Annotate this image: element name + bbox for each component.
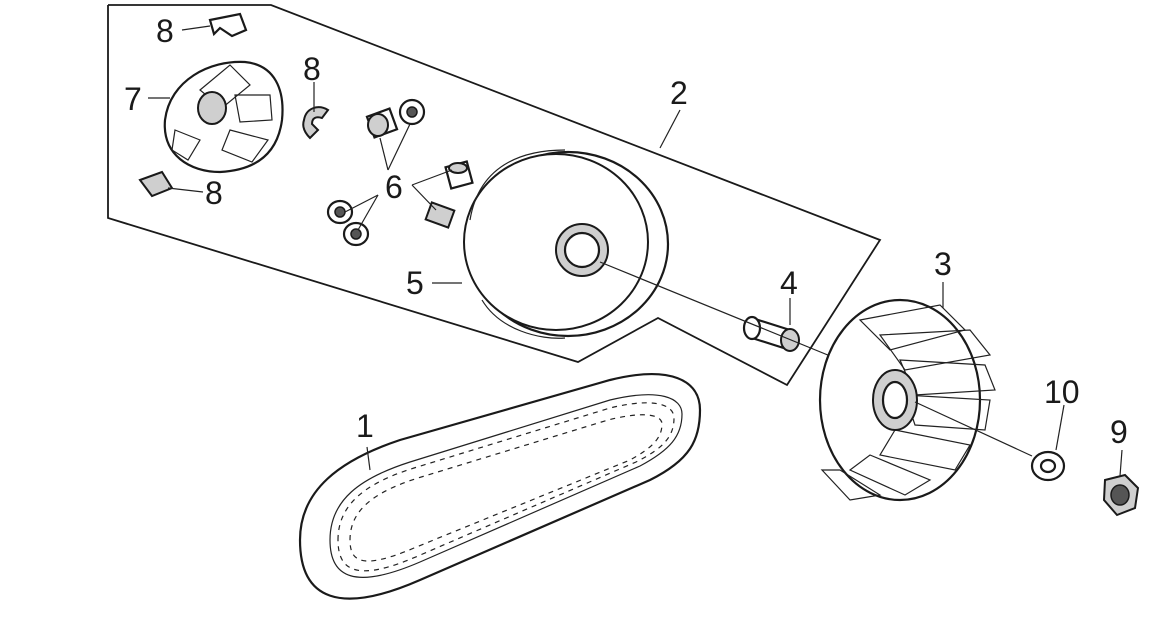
slider-top	[208, 12, 248, 38]
callout-collar: 4	[780, 265, 798, 301]
weight-rollers	[326, 98, 474, 247]
washer-leader	[914, 401, 1033, 457]
movable-drive-face	[463, 149, 670, 339]
callout-fan: 3	[934, 246, 952, 282]
callout-belt: 1	[356, 408, 374, 444]
ramp-plate	[163, 60, 284, 174]
axis-line	[599, 261, 841, 361]
slider-bottom	[138, 170, 174, 198]
assembly-boundary	[107, 4, 882, 387]
roller-2	[398, 98, 426, 126]
roller-4	[424, 201, 456, 229]
roller-3	[444, 160, 474, 190]
leader-lines	[148, 25, 1123, 477]
callout-ramp-plate: 7	[124, 81, 142, 117]
callout-washer: 10	[1044, 374, 1080, 410]
flange-nut	[1102, 473, 1140, 517]
fan-pulley	[818, 298, 996, 502]
drive-belt	[298, 373, 702, 600]
callout-slider-bottom: 8	[205, 175, 223, 211]
callout-slider-mid: 8	[303, 51, 321, 87]
roller-5	[326, 199, 354, 225]
slider-mid	[302, 106, 330, 140]
roller-6	[342, 221, 370, 247]
callout-nut: 9	[1110, 414, 1128, 450]
callout-assembly: 2	[670, 75, 688, 111]
callout-face: 5	[406, 265, 424, 301]
roller-1	[365, 107, 399, 139]
callout-slider-top: 8	[156, 13, 174, 49]
drive-collar	[742, 315, 800, 352]
washer	[1030, 450, 1066, 482]
callout-rollers: 6	[385, 169, 403, 205]
